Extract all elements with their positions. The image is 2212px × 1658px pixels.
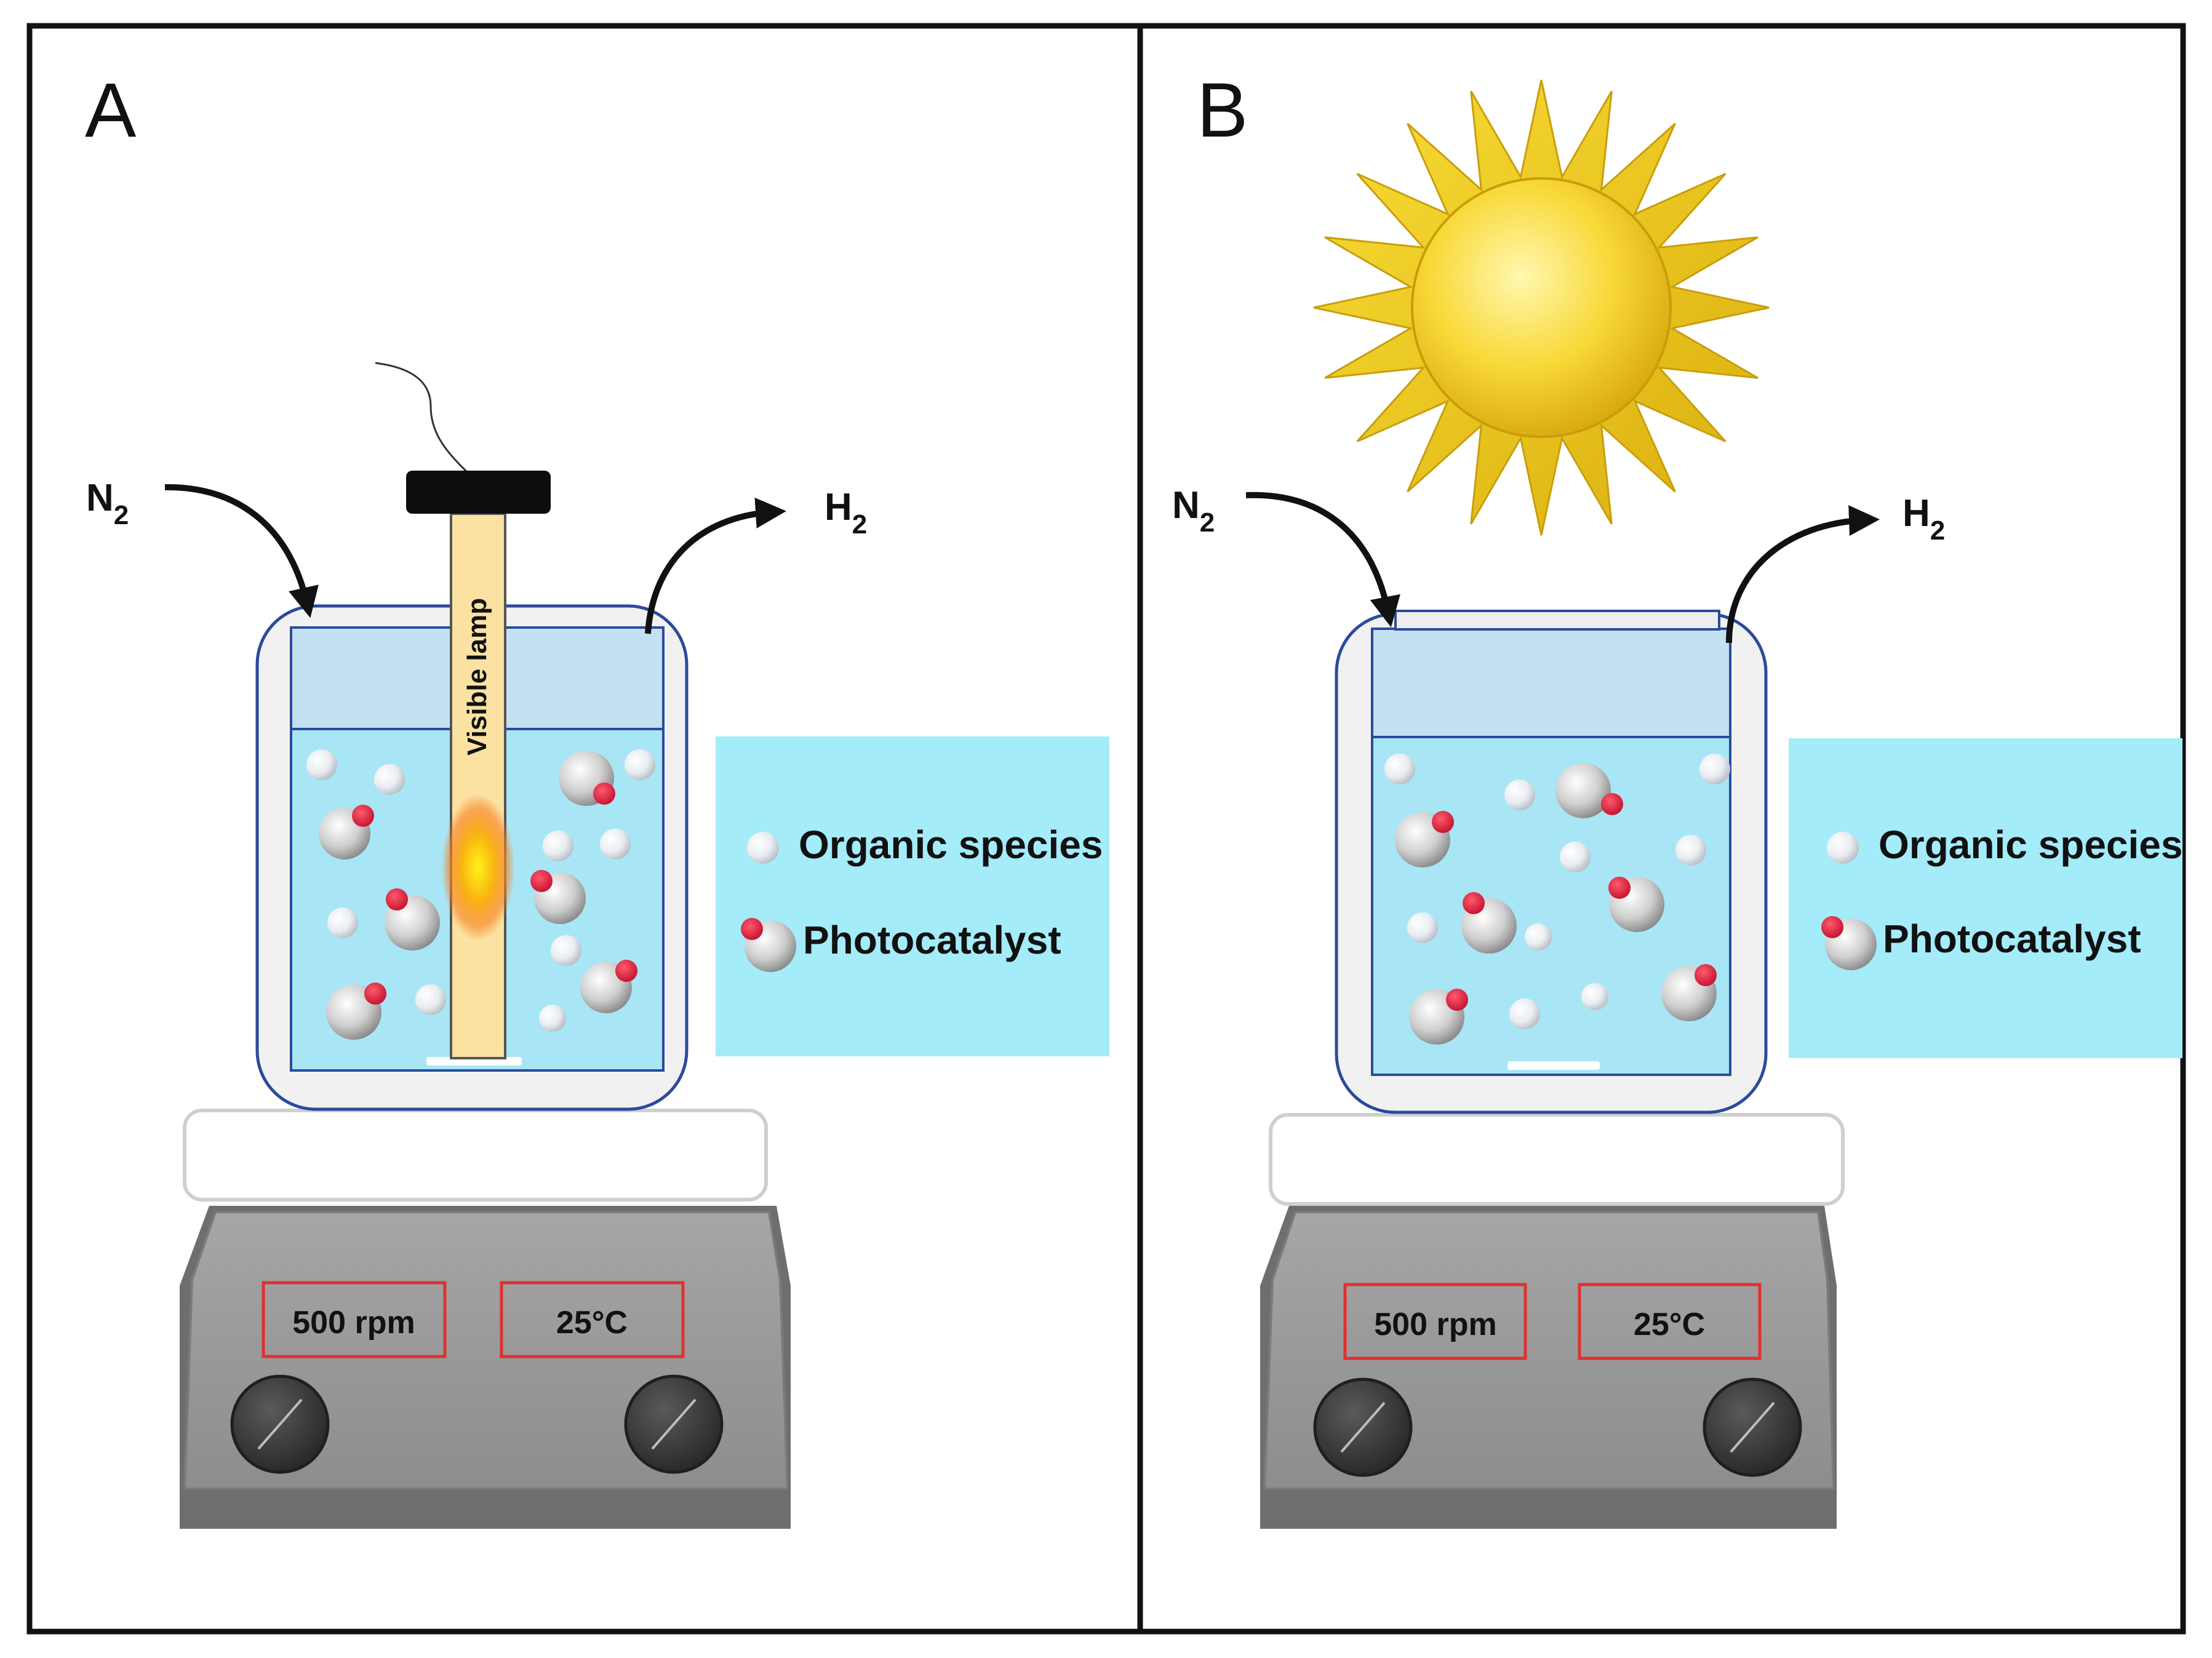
gas-flow-arrow-icon xyxy=(164,484,319,618)
speed-display-text-b: 500 rpm xyxy=(1374,1307,1496,1342)
organic-species-icon xyxy=(1407,912,1438,943)
speed-display-b xyxy=(1343,1283,1527,1360)
legend-a: Organic species Photocatalyst xyxy=(716,736,1109,1056)
legend-box-a xyxy=(716,736,1109,1056)
particles-b xyxy=(1384,754,1730,1045)
inlet-gas-label-a: N2 xyxy=(86,477,129,530)
outlet-gas-label-b: H2 xyxy=(1903,492,1945,546)
organic-species-icon xyxy=(374,764,405,795)
organic-species-icon xyxy=(1509,998,1540,1029)
photocatalyst-icon xyxy=(1661,964,1717,1021)
organic-species-icon xyxy=(1827,832,1859,864)
organic-species-icon xyxy=(1504,779,1535,810)
legend-organic-b: Organic species xyxy=(1879,823,2182,867)
organic-species-icon xyxy=(551,935,581,966)
reactor-vessel-b xyxy=(1335,610,1768,1114)
temp-display-text-a: 25°C xyxy=(556,1305,628,1341)
panel-letter-b: B xyxy=(1197,68,1248,153)
organic-species-icon xyxy=(327,907,358,938)
organic-species-icon xyxy=(625,749,655,780)
stirrer-knob-icon[interactable] xyxy=(1313,1377,1413,1477)
photocatalyst-icon xyxy=(1608,877,1664,932)
organic-species-icon xyxy=(1675,835,1706,866)
outlet-gas-label-a: H2 xyxy=(825,486,867,540)
photocatalyst-icon xyxy=(741,918,796,972)
organic-species-icon xyxy=(1525,923,1552,951)
gas-flow-arrow-icon xyxy=(1245,492,1400,628)
vessel-lid-b xyxy=(1394,610,1720,631)
visible-lamp-icon: Visible lamp xyxy=(375,362,551,1059)
photocatalyst-icon xyxy=(1821,916,1877,970)
stirrer-plate-b: 500 rpm 25°C xyxy=(1260,1113,1845,1529)
temp-display-b xyxy=(1578,1283,1762,1360)
particles-a xyxy=(306,749,655,1040)
legend-photocatalyst-b: Photocatalyst xyxy=(1883,917,2141,961)
panel-letter-a: A xyxy=(85,68,137,153)
photocatalyst-icon xyxy=(1461,892,1517,954)
stir-bar-b xyxy=(1507,1061,1600,1070)
hotplate-top-b xyxy=(1269,1113,1845,1206)
legend-box-b xyxy=(1789,738,2182,1058)
photocatalyst-icon xyxy=(1409,989,1468,1045)
photocatalyst-icon xyxy=(1395,811,1454,867)
legend-organic-a: Organic species xyxy=(799,823,1103,867)
gas-flow-arrow-icon xyxy=(1726,505,1880,644)
photocatalyst-icon xyxy=(530,870,586,924)
panel-b: B 500 rpm 25°C xyxy=(1172,68,2182,1529)
photocatalyst-icon xyxy=(385,888,440,951)
stirrer-knob-icon[interactable] xyxy=(1703,1377,1802,1477)
photocatalyst-icon xyxy=(580,960,637,1013)
organic-species-icon xyxy=(747,832,779,864)
organic-species-icon xyxy=(1699,754,1730,784)
temp-display-a xyxy=(500,1281,685,1358)
photocatalyst-icon xyxy=(1555,763,1623,818)
temp-display-text-b: 25°C xyxy=(1634,1307,1705,1342)
stirrer-plate-a: 500 rpm 25°C xyxy=(180,1109,791,1529)
stirrer-knob-icon[interactable] xyxy=(230,1374,330,1474)
legend-b: Organic species Photocatalyst xyxy=(1789,738,2182,1058)
gas-flow-arrow-icon xyxy=(645,497,786,634)
photocatalyst-icon xyxy=(319,805,374,859)
organic-species-icon xyxy=(415,984,446,1015)
hotplate-top-a xyxy=(183,1109,768,1202)
organic-species-icon xyxy=(600,829,631,859)
speed-display-a xyxy=(262,1281,447,1358)
lamp-cap xyxy=(406,471,551,514)
photocatalyst-icon xyxy=(559,751,615,806)
organic-species-icon xyxy=(543,831,573,861)
organic-species-icon xyxy=(306,749,337,780)
sun-icon xyxy=(1313,79,1770,536)
organic-species-icon xyxy=(1560,842,1591,872)
stirrer-knob-icon[interactable] xyxy=(624,1374,724,1474)
organic-species-icon xyxy=(539,1005,566,1032)
legend-photocatalyst-a: Photocatalyst xyxy=(803,918,1061,962)
lamp-label: Visible lamp xyxy=(462,598,492,755)
photocatalyst-icon xyxy=(326,982,386,1040)
panel-a: A 500 rpm 25°C xyxy=(85,68,1109,1529)
organic-species-icon xyxy=(1384,754,1415,784)
inlet-gas-label-b: N2 xyxy=(1172,484,1215,538)
speed-display-text-a: 500 rpm xyxy=(292,1305,415,1341)
organic-species-icon xyxy=(1581,983,1608,1010)
